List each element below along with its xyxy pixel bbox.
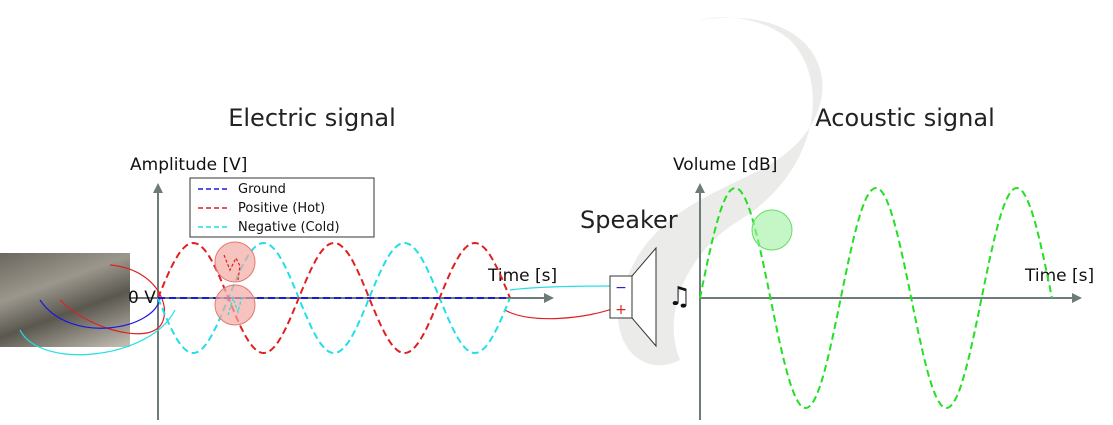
zero-volt-label: 0 V xyxy=(128,288,156,308)
acoustic-marker xyxy=(751,209,793,251)
cold-marker xyxy=(214,284,256,326)
acoustic-y-axis-label: Volume [dB] xyxy=(673,155,777,175)
electric-x-axis-label: Time [s] xyxy=(487,266,557,286)
legend-label-ground: Ground xyxy=(238,182,286,197)
speaker-icon: − + xyxy=(609,246,657,348)
acoustic-x-axis-label: Time [s] xyxy=(1024,266,1094,286)
electric-y-axis-label: Amplitude [V] xyxy=(130,155,247,175)
hot-wire xyxy=(59,264,166,335)
speaker-label: Speaker xyxy=(580,206,678,234)
legend: Ground Positive (Hot) Negative (Cold) xyxy=(189,177,375,238)
legend-label-negative: Negative (Cold) xyxy=(238,220,340,235)
legend-label-positive: Positive (Hot) xyxy=(238,201,325,216)
speaker-hot-wire xyxy=(504,307,615,320)
electric-title: Electric signal xyxy=(228,104,396,132)
headphone-silhouette xyxy=(618,17,823,366)
speaker-cold-wire xyxy=(509,285,613,291)
speaker-plus: + xyxy=(615,302,627,318)
hot-marker-glyph xyxy=(223,254,241,281)
hot-marker xyxy=(214,241,256,283)
music-note-icon: ♫ xyxy=(668,282,691,312)
cold-marker-glyph xyxy=(227,295,243,316)
ground-wire xyxy=(39,297,161,329)
cold-wire xyxy=(19,309,176,356)
acoustic-title: Acoustic signal xyxy=(815,104,994,132)
negative-cold-wave xyxy=(157,241,511,355)
xlr-connector-photo xyxy=(0,253,130,347)
speaker-minus: − xyxy=(615,280,627,296)
